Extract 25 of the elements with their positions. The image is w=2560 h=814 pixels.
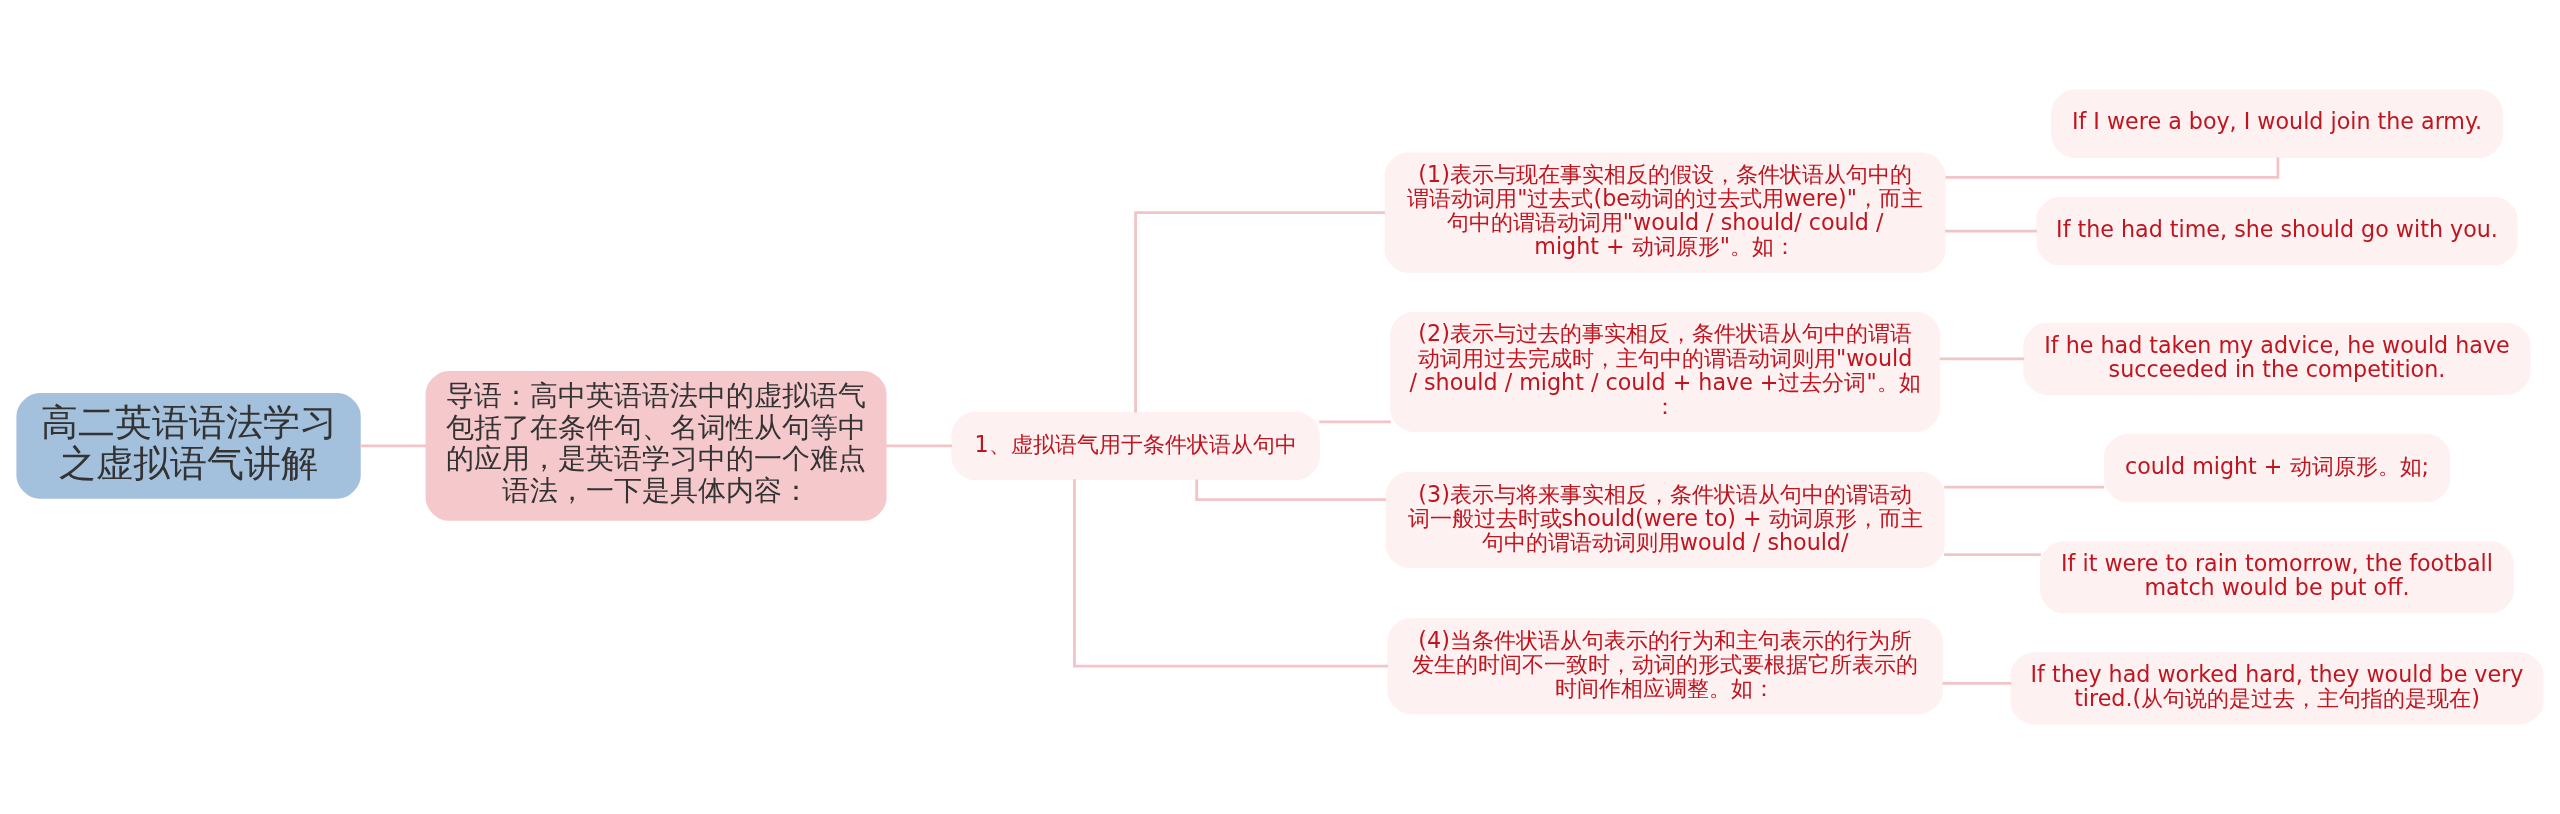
node-box: If he had taken my advice, he would have succeeded in the competition. [2023,322,2531,395]
connector [886,444,952,448]
node-box: 1、虚拟语气用于条件状语从句中 [951,411,1320,481]
connector [1945,229,2037,233]
node-box: If the had time, she should go with you. [2036,196,2518,266]
connector [1073,479,1388,668]
node-box: (4)当条件状语从句表示的行为和主句表示的行为所发生的时间不一致时，动词的形式要根据它所表示的时间作相应调整。如： [1387,618,1943,715]
node-box: could might + 动词原形。如; [2103,433,2451,503]
node-box: (2)表示与过去的事实相反，条件状语从句中的谓语动词用过去完成时，主句中的谓语动词则用"would / should / might / could + have +过去分词"。如： [1390,311,1941,432]
node-box: 高二英语语法学习之虚拟语气讲解 [16,393,361,499]
node-box: 导语：高中英语语法中的虚拟语气包括了在条件句、名词性从句等中的应用，是英语学习中的一个难点语法，一下是具体内容： [425,370,887,521]
connector [1945,157,2280,179]
connector [1944,553,2041,557]
node-box: If it were to rain tomorrow, the football match would be put off. [2040,541,2514,614]
connector [360,444,427,448]
connector [1944,485,2105,489]
connector [1319,420,1391,424]
connector [1939,357,2025,361]
node-box: (1)表示与现在事实相反的假设，条件状语从句中的谓语动词用"过去式(be动词的过去式用were)"，而主句中的谓语动词用"would / should/ could / might + 动词原形"。如： [1384,152,1946,273]
node-box: If I were a boy, I would join the army. [2051,89,2503,158]
connector [1195,479,1386,501]
connector [1942,681,2012,685]
connector [1134,211,1385,413]
node-box: (3)表示与将来事实相反，条件状语从句中的谓语动词一般过去时或should(were to) + 动词原形，而主句中的谓语动词则用would / should/ [1385,471,1945,569]
node-box: If they had worked hard, they would be very tired.(从句说的是过去，主句指的是现在) [2010,652,2544,725]
